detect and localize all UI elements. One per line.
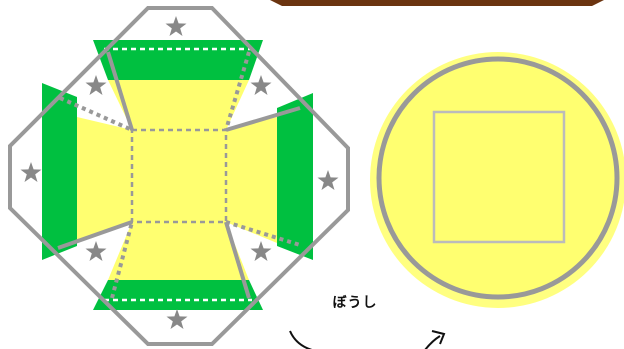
star-group <box>20 16 339 329</box>
star-icon <box>85 241 107 261</box>
flap-fold-lines <box>104 47 252 302</box>
diagonal-cut-lines <box>57 51 301 299</box>
brim-center-square <box>432 110 566 244</box>
net-yellow-body <box>77 80 277 280</box>
flap-left <box>42 83 77 260</box>
hat-brim <box>370 52 624 308</box>
net-octagon-outline <box>8 6 350 346</box>
star-icon <box>85 75 107 95</box>
star-icon <box>165 16 187 36</box>
diagonal-fold-lines <box>59 51 301 299</box>
star-icon <box>250 75 272 95</box>
net-center-square <box>130 128 228 224</box>
caption-label: ぼうし <box>332 295 378 311</box>
top-brown-strip <box>270 0 604 6</box>
flap-bottom <box>93 280 263 310</box>
star-icon <box>166 309 188 329</box>
star-icon <box>250 241 272 261</box>
flap-top <box>93 40 263 80</box>
hat-net <box>8 6 350 346</box>
curve-arrow-head-icon <box>424 330 446 349</box>
flap-right <box>277 93 313 260</box>
star-icon <box>20 162 42 182</box>
brim-circle <box>376 56 620 300</box>
curve-tail-icon <box>289 330 313 349</box>
star-icon <box>317 170 339 190</box>
